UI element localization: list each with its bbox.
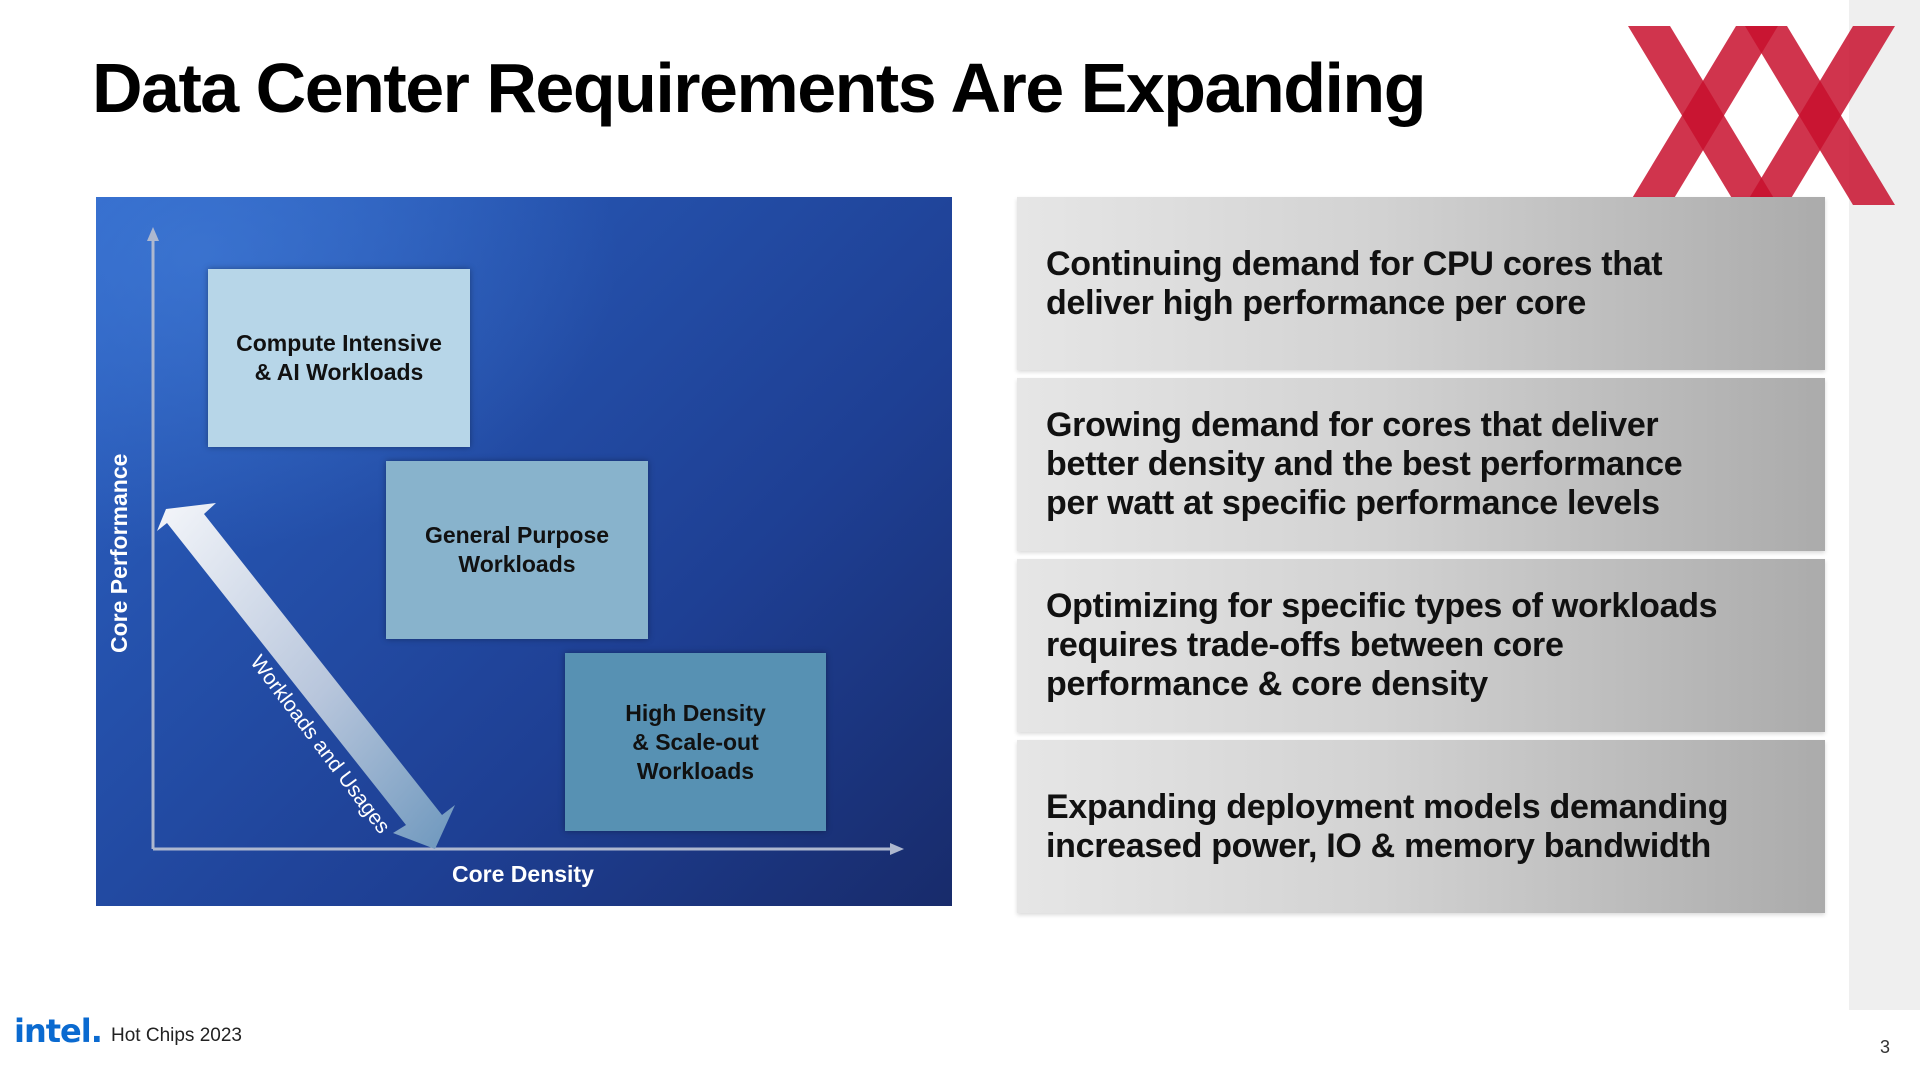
y-axis-label-wrap: Core Performance [104, 433, 134, 653]
workload-diagram: Compute Intensive & AI Workloads General… [96, 197, 952, 906]
general-purpose-label: General Purpose Workloads [424, 522, 610, 577]
requirement-text: Optimizing for specific types of workloa… [1046, 587, 1718, 703]
workloads-double-arrow-icon [157, 503, 455, 849]
page-number: 3 [1880, 1037, 1891, 1057]
xx-logo-icon [1628, 26, 1895, 205]
requirement-card: Growing demand for cores that deliver be… [1017, 378, 1825, 551]
requirement-cards: Continuing demand for CPU cores that del… [1017, 197, 1825, 921]
event-name: Hot Chips 2023 [111, 1025, 242, 1046]
x-axis-line [153, 843, 904, 855]
general-purpose-box: General Purpose Workloads [386, 461, 648, 639]
slide-title: Data Center Requirements Are Expanding [92, 49, 1426, 127]
requirement-text: Expanding deployment models demanding in… [1046, 787, 1729, 865]
intel-logo: intel. [14, 1012, 103, 1050]
y-axis-line [147, 227, 159, 849]
high-density-box: High Density & Scale-out Workloads [565, 653, 826, 831]
requirement-card: Continuing demand for CPU cores that del… [1017, 197, 1825, 370]
requirement-text: Continuing demand for CPU cores that del… [1046, 244, 1663, 322]
diagram-axes [147, 227, 904, 855]
requirement-card: Optimizing for specific types of workloa… [1017, 559, 1825, 732]
high-density-label: High Density & Scale-out Workloads [625, 699, 766, 784]
y-axis-label: Core Performance [106, 453, 132, 653]
x-axis-label: Core Density [452, 861, 594, 887]
requirement-text: Growing demand for cores that deliver be… [1046, 406, 1683, 522]
requirement-card: Expanding deployment models demanding in… [1017, 740, 1825, 913]
compute-intensive-box: Compute Intensive & AI Workloads [208, 269, 470, 447]
compute-intensive-label: Compute Intensive & AI Workloads [236, 330, 442, 385]
